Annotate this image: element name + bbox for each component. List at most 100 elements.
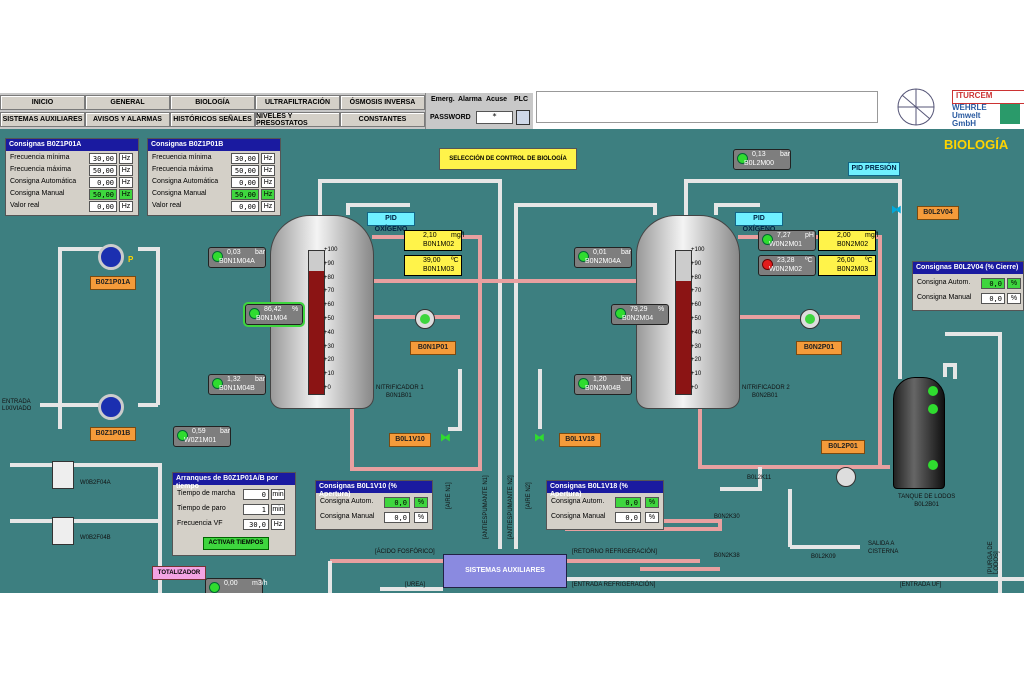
row-value[interactable]: 0,0 [981, 278, 1005, 289]
row-label: Consigna Manual [152, 190, 207, 197]
row-value[interactable]: 0,0 [384, 497, 410, 508]
pid-presion[interactable]: PID PRESIÓN [848, 162, 900, 176]
sludge-tank[interactable] [893, 377, 945, 489]
pipe-segment [514, 203, 657, 549]
pipe-label-entrada-ref: [ENTRADA REFRIGERACIÓN] [572, 582, 656, 588]
pipe-segment [714, 203, 760, 215]
menu-row1-item-4[interactable]: ÓSMOSIS INVERSA [340, 95, 425, 110]
row-value[interactable]: 50,00 [89, 189, 117, 200]
password-label: PASSWORD [430, 114, 471, 121]
pipe-segment [346, 203, 410, 215]
row-value[interactable]: 50,00 [231, 189, 259, 200]
scale-tick: +20 [691, 357, 702, 364]
instrument-w0z1m01[interactable]: 0,59 bar W0Z1M01 [173, 426, 231, 447]
row-value[interactable]: 30,00 [89, 153, 117, 164]
scale-tick: +70 [324, 288, 335, 295]
selection-button[interactable]: SELECCIÓN DE CONTROL DE BIOLOGÍA [439, 148, 577, 170]
nitrifier-2-scale: +100+90+80+70+60+50+40+30+20+10+0 [691, 247, 711, 393]
row-value[interactable]: 0,0 [615, 497, 641, 508]
filter-a-label: W0B2F04A [80, 480, 111, 486]
pump-b-icon[interactable] [98, 394, 124, 420]
row-value[interactable]: 50,00 [89, 165, 117, 176]
panel-title: Consignas B0L2V04 (% Cierre) [913, 262, 1023, 274]
pipe-label-antiesp2: [ANTIESPUMANTE N2] [508, 475, 514, 539]
menu-row2-item-4[interactable]: CONSTANTES [340, 112, 425, 127]
row-value[interactable]: 0,00 [89, 201, 117, 212]
tank2-pid-oxygen[interactable]: PID OXÍGENO [735, 212, 783, 233]
acuse-label[interactable]: Acuse [486, 96, 508, 103]
row-value[interactable]: 0,0 [384, 512, 410, 523]
scale-tick: +0 [324, 385, 331, 391]
tag: W0Z1M01 [184, 437, 217, 444]
menu-row1-item-3[interactable]: ULTRAFILTRACIÓN [255, 95, 340, 110]
instrument-b0n2m04[interactable]: 79,29%B0N2M04 [611, 304, 669, 325]
instrument-b0n1m04[interactable]: 86,42%B0N1M04 [243, 302, 305, 327]
menu-row2-item-1[interactable]: AVISOS Y ALARMAS [85, 112, 170, 127]
panel-title: Consignas B0L1V10 (% Apertura) [316, 481, 432, 498]
row-value[interactable]: 0,0 [615, 512, 641, 523]
biology-synoptic: BIOLOGÍA SELECCIÓN DE CONTROL DE BIOLOGÍ… [0, 129, 1024, 593]
row-label: Consigna Autom. [917, 279, 971, 286]
menu-row2-item-2[interactable]: HISTÓRICOS SEÑALES [170, 112, 255, 127]
row-value[interactable]: 50,00 [231, 165, 259, 176]
row-value[interactable]: 30,00 [231, 153, 259, 164]
menu-row2-item-0[interactable]: SISTEMAS AUXILIARES [0, 112, 85, 127]
scale-tick: +80 [691, 274, 702, 281]
value: 0,00 [224, 580, 238, 587]
menu-row1-item-2[interactable]: BIOLOGÍA [170, 95, 255, 110]
valve-b0n2k38-label: B0N2K38 [714, 553, 740, 559]
valve-b0l1v18-icon[interactable]: ⧓ [534, 431, 545, 444]
pump-b0n1p01-icon[interactable] [415, 309, 435, 329]
scale-tick: +40 [324, 329, 335, 336]
menu-row1-item-0[interactable]: INICIO [0, 95, 85, 110]
password-field[interactable]: * [476, 111, 513, 124]
row-value[interactable]: 0 [243, 489, 269, 500]
menu-row2-item-3[interactable]: NIVELES Y PRESOSTATOS [255, 112, 340, 127]
pipe-segment [58, 247, 118, 429]
row-value[interactable]: 0,0 [981, 293, 1005, 304]
totalizador-display: 0,00 m3/h [205, 578, 268, 593]
pipe-segment [945, 332, 1002, 593]
pump-a-icon[interactable] [98, 244, 124, 270]
scale-tick: +60 [691, 302, 702, 309]
login-door-icon[interactable] [516, 110, 530, 125]
pump-b0n2p01-icon[interactable] [800, 309, 820, 329]
row-value[interactable]: 30,0 [243, 519, 269, 530]
tank1-pid-oxygen[interactable]: PID OXÍGENO [367, 212, 415, 233]
pump-b0l2p01-tag: B0L2P01 [821, 440, 865, 454]
totalizador-button[interactable]: TOTALIZADOR [152, 566, 206, 580]
pump-p-label: P [128, 255, 134, 264]
wehrle-sub2: GmbH [952, 119, 976, 128]
filter-b-icon[interactable] [52, 517, 74, 545]
filter-a-icon[interactable] [52, 461, 74, 489]
menu-row1-item-1[interactable]: GENERAL [85, 95, 170, 110]
row-value[interactable]: 1 [243, 504, 269, 515]
valve-b0l1v10-icon[interactable]: ⧓ [440, 431, 451, 444]
valve-b0l2k11-label: B0L2K11 [747, 475, 772, 481]
activate-times-button[interactable]: ACTIVAR TIEMPOS [203, 537, 269, 550]
row-unit: Hz [119, 153, 133, 164]
row-value[interactable]: 0,00 [231, 177, 259, 188]
pump-b0l2p01-icon[interactable] [836, 467, 856, 487]
pipe-label-aire2: [AIRE N2] [526, 482, 532, 509]
row-value[interactable]: 0,00 [89, 177, 117, 188]
aux-systems-button[interactable]: SISTEMAS AUXILIARES [443, 554, 567, 588]
panel-title: Consignas B0Z1P01A [6, 139, 138, 151]
row-value[interactable]: 0,00 [231, 201, 259, 212]
valve-b0l2v04-icon[interactable]: ⧓ [891, 203, 902, 216]
